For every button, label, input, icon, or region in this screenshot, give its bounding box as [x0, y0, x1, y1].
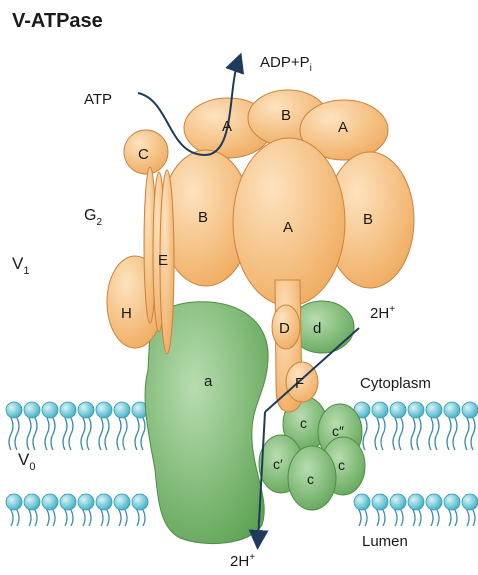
label-subunit-a-back-right: A [338, 119, 348, 136]
lipid-head [462, 402, 478, 418]
lipid-head [78, 494, 94, 510]
lipid-tail [33, 418, 37, 450]
lipid-tail [141, 418, 145, 450]
label-c-ring-4: c [307, 471, 314, 487]
lipid-head [408, 402, 424, 418]
lipid-tail [465, 418, 469, 450]
lipid-head [372, 402, 388, 418]
lipid-tail [435, 418, 439, 450]
lipid-head [354, 494, 370, 510]
lipid-tail [429, 418, 433, 450]
lipid-tail [393, 418, 397, 450]
lipid-tail [135, 418, 139, 450]
lipid-head [444, 402, 460, 418]
label-proton-top: 2H+ [370, 304, 395, 322]
label-subunit-h: H [121, 305, 132, 322]
lipid-head [462, 494, 478, 510]
label-lumen: Lumen [362, 533, 408, 550]
lipid-tail [453, 418, 457, 450]
label-subunit-a-back-left: A [222, 118, 232, 135]
lipid-tail [69, 418, 73, 450]
lipid-tail [51, 418, 55, 450]
lipid-head [96, 402, 112, 418]
lipid-head [426, 402, 442, 418]
label-subunit-g2: G2 [84, 207, 102, 228]
label-subunit-c-small: C [138, 146, 149, 163]
lipid-tail [9, 418, 13, 450]
lipid-head [444, 494, 460, 510]
lipid-tail [399, 418, 403, 450]
label-c-ring-3: c′ [273, 456, 283, 472]
lipid-tail [417, 418, 421, 450]
lipid-tail [363, 418, 367, 450]
label-c-ring-2: c″ [332, 423, 344, 439]
lipid-tail [471, 418, 475, 450]
label-v0: V0 [18, 450, 35, 473]
lipid-head [372, 494, 388, 510]
lipid-head [6, 402, 22, 418]
diagram-title: V-ATPase [12, 10, 103, 32]
lipid-tail [99, 418, 103, 450]
lipid-tail [105, 418, 109, 450]
label-subunit-a-front: A [283, 219, 293, 236]
lipid-head [42, 494, 58, 510]
label-c-ring-5: c [338, 457, 345, 473]
lipid-tail [87, 418, 91, 450]
lipid-head [60, 402, 76, 418]
label-subunit-b-back-mid: B [281, 107, 291, 124]
label-subunit-d-upper: D [279, 320, 290, 337]
label-v1: V1 [12, 254, 29, 277]
label-subunit-f: F [295, 375, 304, 392]
lipid-head [60, 494, 76, 510]
lipid-head [78, 402, 94, 418]
lipid-head [24, 494, 40, 510]
lipid-head [24, 402, 40, 418]
label-subunit-d-lower: d [313, 320, 321, 337]
lipid-head [42, 402, 58, 418]
lipid-head [426, 494, 442, 510]
label-subunit-a-small: a [204, 373, 213, 390]
label-proton-bottom: 2H+ [230, 552, 255, 570]
lipid-tail [381, 418, 385, 450]
lipid-head [408, 494, 424, 510]
label-subunit-b-front-right: B [363, 211, 373, 228]
lipid-tail [45, 418, 49, 450]
lipid-tail [123, 418, 127, 450]
label-subunit-e: E [158, 252, 168, 269]
label-atp: ATP [84, 91, 112, 108]
lipid-head [390, 494, 406, 510]
lipid-tail [15, 418, 19, 450]
label-c-ring-1: c [300, 415, 307, 431]
lipid-tail [63, 418, 67, 450]
lipid-tail [81, 418, 85, 450]
lipid-tail [411, 418, 415, 450]
label-cytoplasm: Cytoplasm [360, 375, 431, 392]
lipid-tail [27, 418, 31, 450]
lipid-head [6, 494, 22, 510]
lipid-head [114, 402, 130, 418]
lipid-tail [375, 418, 379, 450]
lipid-head [114, 494, 130, 510]
label-adp-pi: ADP+Pi [260, 54, 312, 74]
lipid-head [96, 494, 112, 510]
lipid-head [132, 494, 148, 510]
label-subunit-b-front-left: B [198, 209, 208, 226]
lipid-tail [117, 418, 121, 450]
lipid-head [390, 402, 406, 418]
lipid-tail [447, 418, 451, 450]
